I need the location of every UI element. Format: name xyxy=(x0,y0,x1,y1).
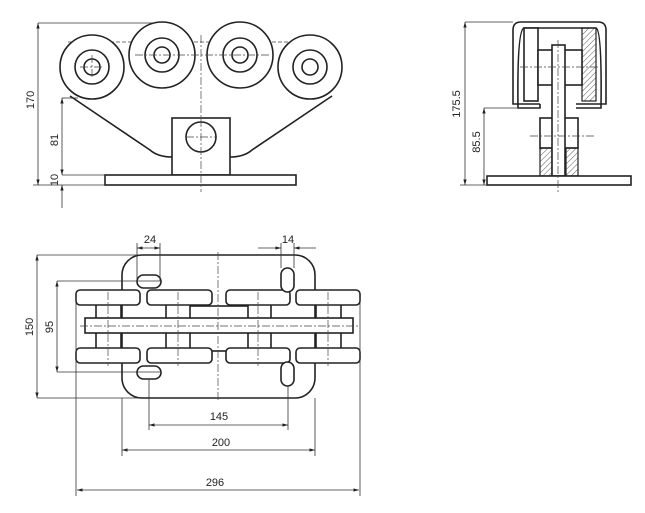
base-plate xyxy=(486,175,632,186)
base-plate xyxy=(104,174,297,186)
dim-170: 170 xyxy=(25,91,37,109)
slot xyxy=(136,274,162,289)
dim-145: 145 xyxy=(210,411,228,423)
top-view: 24 14 150 95 145 200 296 xyxy=(24,234,361,496)
center-bar xyxy=(84,317,354,334)
dim-81: 81 xyxy=(49,134,61,146)
side-view: 175.5 85.5 xyxy=(451,21,632,192)
wheel xyxy=(146,347,213,364)
front-view: 170 81 10 xyxy=(25,21,343,208)
slot xyxy=(136,365,162,380)
dim-24: 24 xyxy=(144,234,156,246)
dim-200: 200 xyxy=(212,437,230,449)
wheel xyxy=(277,34,343,100)
slot xyxy=(280,361,295,387)
dim-95: 95 xyxy=(44,321,56,333)
shaft xyxy=(551,44,566,177)
dim-296: 296 xyxy=(206,477,224,489)
dim-10: 10 xyxy=(49,174,61,186)
slot xyxy=(280,267,295,293)
dim-175-5: 175.5 xyxy=(451,90,463,118)
dim-150: 150 xyxy=(24,318,36,336)
dim-85-5: 85.5 xyxy=(471,131,483,152)
dim-14: 14 xyxy=(282,234,294,246)
wheel xyxy=(146,289,213,306)
